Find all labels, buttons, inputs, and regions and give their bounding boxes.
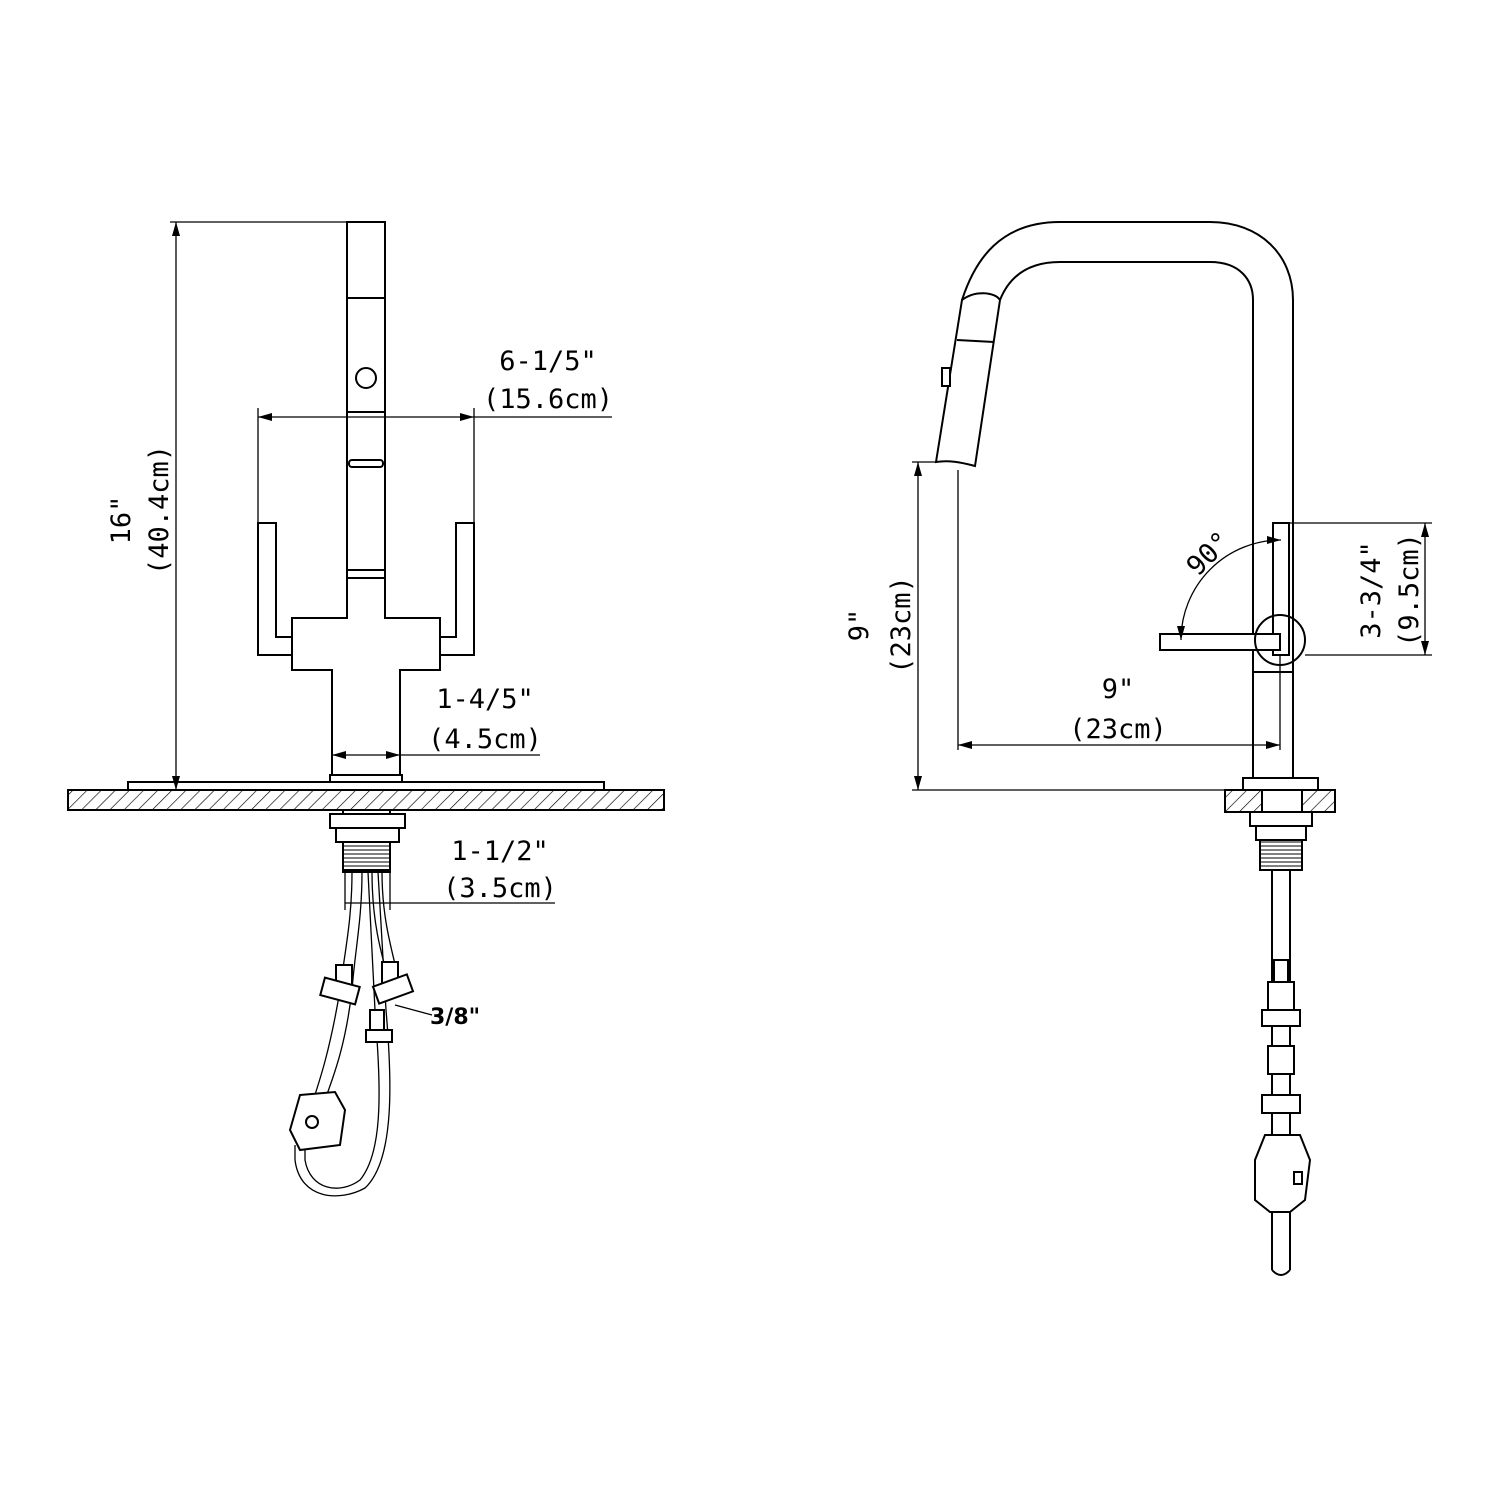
spout-reach-in-label: 9" [1102, 674, 1135, 705]
left-handle [257, 522, 293, 656]
handle-span-cm-label: (15.6cm) [483, 384, 613, 415]
side-shank-hose [1249, 811, 1313, 1276]
hose-size-label: 3/8" [430, 1005, 480, 1030]
spray-button [355, 367, 377, 389]
dimension-lines-side [912, 461, 1432, 791]
pull-down-head [934, 292, 1002, 468]
base-width-in-label: 1-4/5" [436, 684, 534, 715]
side-hose-weight [1254, 1134, 1312, 1213]
side-lever [1159, 633, 1281, 651]
height-cm-label: (40.4cm) [144, 445, 175, 575]
side-view: 9" (23cm) 9" (23cm) 90° 3-3/4" (9.5cm) [844, 221, 1432, 1276]
spout-reach-cm-label: (23cm) [1069, 714, 1167, 745]
supply-hoses [288, 871, 415, 1197]
handle-height-cm-label: (9.5cm) [1394, 533, 1425, 647]
mounting-shank [329, 809, 406, 873]
countertop [67, 789, 665, 811]
right-handle [439, 522, 475, 656]
spout [961, 221, 1294, 778]
handle-span-in-label: 6-1/5" [499, 346, 597, 377]
dimension-lines-front [170, 221, 612, 1016]
height-in-label: 16" [106, 496, 137, 545]
shank-width-in-label: 1-1/2" [451, 836, 549, 867]
handle-angle-label: 90° [1181, 526, 1237, 582]
escutcheon [329, 774, 403, 783]
shank-width-cm-label: (3.5cm) [443, 873, 557, 904]
front-view: 16" (40.4cm) 6-1/5" (15.6cm) 1-4/5" (4.5… [67, 221, 665, 1197]
base-width-cm-label: (4.5cm) [428, 724, 542, 755]
deck-plate [127, 781, 605, 791]
spout-height-cm-label: (23cm) [886, 576, 917, 674]
faucet-body [291, 221, 441, 776]
handle-height-in-label: 3-3/4" [1356, 541, 1387, 639]
spout-height-in-label: 9" [844, 609, 875, 642]
handle-mount [1272, 522, 1290, 656]
